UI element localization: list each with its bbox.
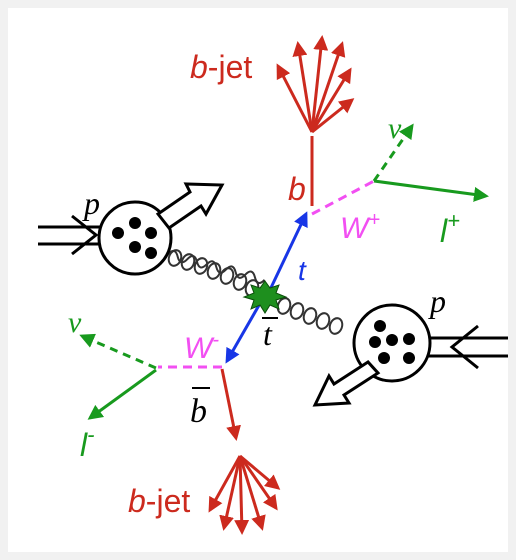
- lepton-plus-line: [374, 181, 486, 196]
- lepton-plus-label: l+: [440, 208, 460, 249]
- jet-track: [240, 456, 242, 532]
- bottom-b-jet-label: b-jet: [128, 483, 190, 519]
- b-quark-label: b: [288, 171, 306, 207]
- interaction-vertex: [244, 281, 286, 313]
- bbar-quark-line: [222, 369, 236, 438]
- lepton-minus-line: [90, 370, 156, 418]
- proton-right-label: p: [428, 283, 446, 319]
- gluon-right-loops: [276, 296, 345, 335]
- w-plus-label: W+: [340, 209, 380, 245]
- svg-text:t: t: [263, 316, 273, 352]
- lepton-minus-label: l-: [80, 422, 94, 463]
- antitop-label: t: [262, 316, 278, 352]
- neutrino-line-left: [82, 336, 156, 368]
- svg-text:b: b: [190, 393, 207, 430]
- neutrino-left-label: ν: [68, 306, 82, 339]
- jet-track: [224, 456, 240, 528]
- top-b-jet-label: b-jet: [190, 49, 252, 85]
- w-minus-label: W-: [184, 329, 219, 365]
- proton-left-label: p: [82, 185, 100, 221]
- w-plus-boson-line: [312, 181, 374, 214]
- antitop-quark-line: [227, 300, 262, 361]
- top-quark-label: t: [298, 255, 307, 286]
- bottom-b-jet: [210, 369, 278, 532]
- neutrino-top-label: ν: [388, 112, 402, 145]
- bbar-label: b: [190, 388, 210, 430]
- proton-right: [315, 305, 508, 405]
